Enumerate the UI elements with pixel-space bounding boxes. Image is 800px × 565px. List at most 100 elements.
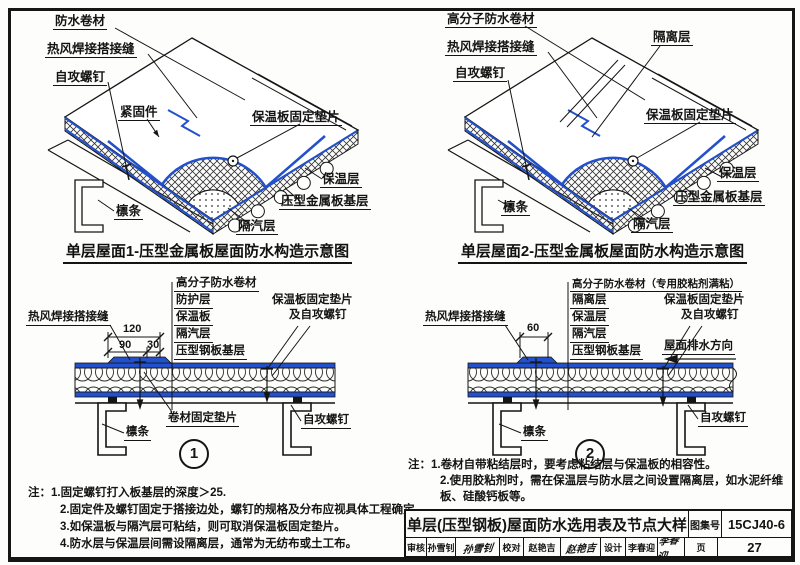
insulation-layer-band: [467, 367, 734, 393]
d1-label-membrane-washer: 卷材固定垫片: [166, 412, 239, 427]
d1-stack-vapor: 隔汽层: [174, 328, 213, 343]
check-signature-text: 赵艳吉: [564, 542, 596, 556]
check-label: 校对: [499, 538, 523, 556]
fig2-label-washer: 保温板固定垫片: [644, 108, 736, 124]
audit-signature-text: 孙雪钊: [461, 542, 493, 556]
title-block-row-main: 单层(压型钢板)屋面防水选用表及节点大样 图集号 15CJ40-6: [406, 511, 791, 537]
d2-stack-separation: 隔离层: [570, 294, 609, 309]
atlas-number-label: 图集号: [688, 511, 721, 537]
notes-left-line3: 3.如保温板与隔汽层可粘结，则可取消保温板固定垫片。: [60, 521, 346, 533]
figure2-drawing: [446, 25, 760, 236]
page-number: 27: [717, 538, 791, 556]
notes-left-item1: 1.固定螺钉打入板基层的深度＞25.: [51, 487, 227, 499]
separation-sheet-lines: [559, 59, 626, 128]
fig2-label-deck: 压型金属板基层: [673, 190, 765, 206]
fig2-label-vapor: 隔汽层: [631, 217, 673, 233]
d1-label-washer-2: 及自攻螺钉: [289, 309, 347, 321]
design-label: 设计: [600, 538, 625, 556]
d1-label-screw: 自攻螺钉: [301, 414, 351, 429]
d2-label-washer-2: 及自攻螺钉: [681, 309, 739, 321]
d1-label-washer-1: 保温板固定垫片: [272, 294, 353, 306]
d2-label-purlin: 檩条: [521, 426, 548, 441]
d1-stack-deck: 压型钢板基层: [174, 345, 247, 360]
notes-right-prefix: 注：: [408, 459, 431, 471]
page-label: 页: [684, 538, 717, 556]
d2-stack-insulation: 保温层: [570, 311, 609, 326]
d2-label-washer-1: 保温板固定垫片: [664, 294, 745, 306]
notes-right-line1: 注：1.卷材自带粘结层时，要考虑粘结层与保温板的相容性。: [408, 457, 717, 473]
design-signature-text: 李春迎: [658, 538, 680, 556]
fig2-label-separation: 隔离层: [651, 30, 693, 46]
d2-stack-deck: 压型钢板基层: [570, 345, 643, 360]
d2-label-drain: 屋面排水方向: [662, 340, 735, 355]
fig1-label-washer: 保温板固定垫片: [250, 110, 342, 126]
d1-dim-120: 120: [123, 323, 142, 335]
fastener-arrowhead: [153, 129, 159, 137]
notes-left-line4: 4.防水层与保温层间需设隔离层，通常为无纺布或土工布。: [60, 538, 358, 550]
fig2-label-screw: 自攻螺钉: [453, 66, 508, 82]
fig2-caption: 单层屋面2-压型金属板屋面防水构造示意图: [420, 240, 785, 264]
left-purlin: [492, 396, 522, 456]
fig2-label-seam: 热风焊接搭接缝: [445, 40, 537, 56]
dimension-lines: [103, 332, 165, 358]
detail2-leader-lines: [498, 324, 703, 434]
vapor-barrier-layer: [467, 391, 734, 398]
fig1-caption: 单层屋面1-压型金属板屋面防水构造示意图: [25, 240, 390, 264]
check-signature: 赵艳吉: [560, 538, 600, 556]
audit-label: 审核: [406, 542, 425, 553]
d1-stack-protection: 防护层: [174, 294, 213, 309]
fig2-label-insulation: 保温层: [717, 166, 759, 182]
figure2-leader-lines: [497, 25, 723, 225]
d1-stack-membrane: 高分子防水卷材: [174, 277, 259, 292]
fig1-label-seam: 热风焊接搭接缝: [45, 42, 137, 58]
fig1-label-screw: 自攻螺钉: [53, 70, 108, 86]
notes-left-line2: 2.固定件及螺钉固定于搭接边处，螺钉的规格及分布应视具体工程确定。: [60, 504, 427, 516]
fig1-label-membrane: 防水卷材: [53, 14, 108, 30]
detail2-number-badge: 2: [575, 439, 605, 469]
fig2-label-membrane: 高分子防水卷材: [445, 12, 537, 28]
fastening-screws: [530, 358, 669, 411]
d1-dim-90: 90: [119, 339, 132, 351]
detail1-number-badge: 1: [179, 439, 209, 469]
fig2-label-purlin: 檩条: [501, 200, 531, 216]
detail2-drawing: [467, 282, 737, 456]
fig1-label-deck: 压型金属板基层: [279, 194, 371, 210]
sheet-title: 单层(压型钢板)屋面防水选用表及节点大样: [407, 516, 687, 534]
detail1-drawing: [74, 282, 336, 456]
notes-left-prefix: 注：: [28, 487, 51, 499]
fig1-label-insulation: 保温层: [320, 172, 362, 188]
membrane-layer: [74, 362, 336, 369]
d2-label-seam: 热风焊接搭接缝: [423, 311, 508, 326]
d1-stack-insulation-board: 保温板: [174, 311, 213, 326]
audit-name: 孙雪钊: [426, 538, 455, 556]
fig1-label-fastener: 紧固件: [118, 105, 160, 121]
d1-label-seam: 热风焊接搭接缝: [26, 311, 111, 326]
band-break-mark: [729, 367, 737, 393]
vapor-barrier-layer: [74, 391, 336, 398]
drain-direction-arrow: [663, 354, 736, 364]
fig1-label-purlin: 檩条: [114, 204, 144, 220]
title-block-row-names: 审核 孙雪钊 孙雪钊 校对 赵艳吉 赵艳吉 设计 李春迎 李春迎 页 27: [406, 537, 791, 556]
insulation-layer-band: [74, 367, 336, 393]
design-signature: 李春迎: [657, 538, 684, 556]
fig1-label-vapor: 隔汽层: [236, 219, 278, 235]
d2-stack-vapor: 隔汽层: [570, 328, 609, 343]
check-name: 赵艳吉: [523, 538, 560, 556]
membrane-layer: [467, 362, 734, 369]
title-block: 单层(压型钢板)屋面防水选用表及节点大样 图集号 15CJ40-6 审核 孙雪钊…: [404, 509, 793, 558]
detail1-leader-lines: [101, 324, 311, 434]
fastening-screws: [134, 358, 273, 411]
figure1-leader-lines: [97, 27, 323, 227]
notes-right-item1: 1.卷材自带粘结层时，要考虑粘结层与保温板的相容性。: [431, 459, 717, 471]
fig1-caption-text: 单层屋面1-压型金属板屋面防水构造示意图: [62, 243, 353, 264]
d2-stack-membrane: 高分子防水卷材（专用胶粘剂满粘）: [570, 278, 742, 292]
audit-signature: 孙雪钊: [455, 538, 499, 556]
dimension-lines: [515, 332, 553, 358]
d1-label-purlin: 檩条: [124, 426, 151, 441]
notes-left-line1: 注：1.固定螺钉打入板基层的深度＞25.: [28, 485, 226, 501]
design-name: 李春迎: [625, 538, 657, 556]
figure1-drawing: [46, 27, 360, 236]
notes-right-item2: 2.使用胶粘剂时，需在保温层与防水层之间设置隔离层，如水泥纤维板、硅酸钙板等。: [440, 475, 784, 503]
